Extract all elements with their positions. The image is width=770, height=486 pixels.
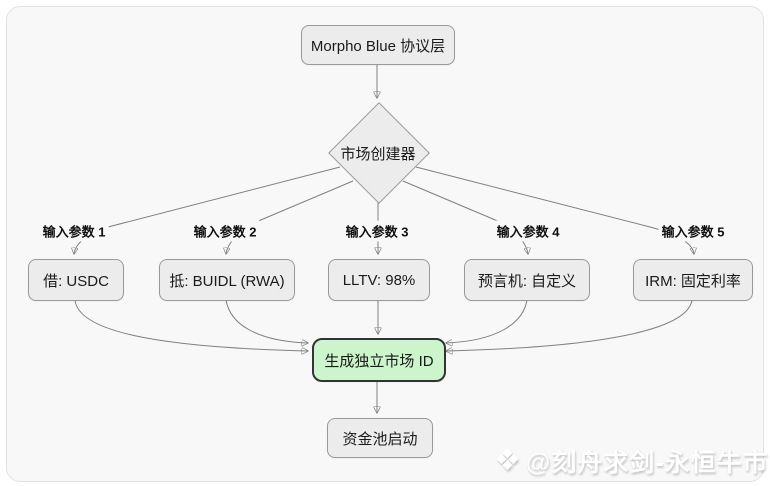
watermark-text: @刻舟求剑-永恒牛市 (525, 449, 769, 477)
edge-param4-to-market (446, 299, 528, 343)
node-param-oracle: 预言机: 自定义 (464, 259, 590, 301)
node-market-id: 生成独立市场 ID (312, 338, 446, 382)
node-pool-launch: 资金池启动 (327, 418, 433, 458)
edge-label-param5: 输入参数 5 (658, 220, 728, 242)
edge-label-param2: 输入参数 2 (190, 220, 260, 242)
edge-param5-to-market (446, 299, 693, 351)
binance-diamond-icon: ❖ (494, 444, 521, 477)
edge-creator-to-param4 (402, 180, 528, 254)
diagram-canvas (6, 6, 764, 482)
edge-label-param1: 输入参数 1 (39, 220, 109, 242)
edge-label-param4: 输入参数 4 (493, 220, 563, 242)
node-protocol-layer: Morpho Blue 协议层 (301, 25, 455, 65)
watermark: ❖ @刻舟求剑-永恒牛市 (494, 443, 769, 479)
node-param-irm: IRM: 固定利率 (633, 259, 753, 301)
node-param-loan-asset: 借: USDC (28, 259, 124, 301)
node-param-collateral: 抵: BUIDL (RWA) (159, 259, 295, 301)
edge-param1-to-market (74, 299, 308, 351)
edge-label-param3: 输入参数 3 (342, 220, 412, 242)
node-param-lltv: LLTV: 98% (328, 259, 430, 301)
node-market-creator-label: 市场创建器 (340, 146, 416, 163)
edge-param2-to-market (225, 299, 308, 343)
